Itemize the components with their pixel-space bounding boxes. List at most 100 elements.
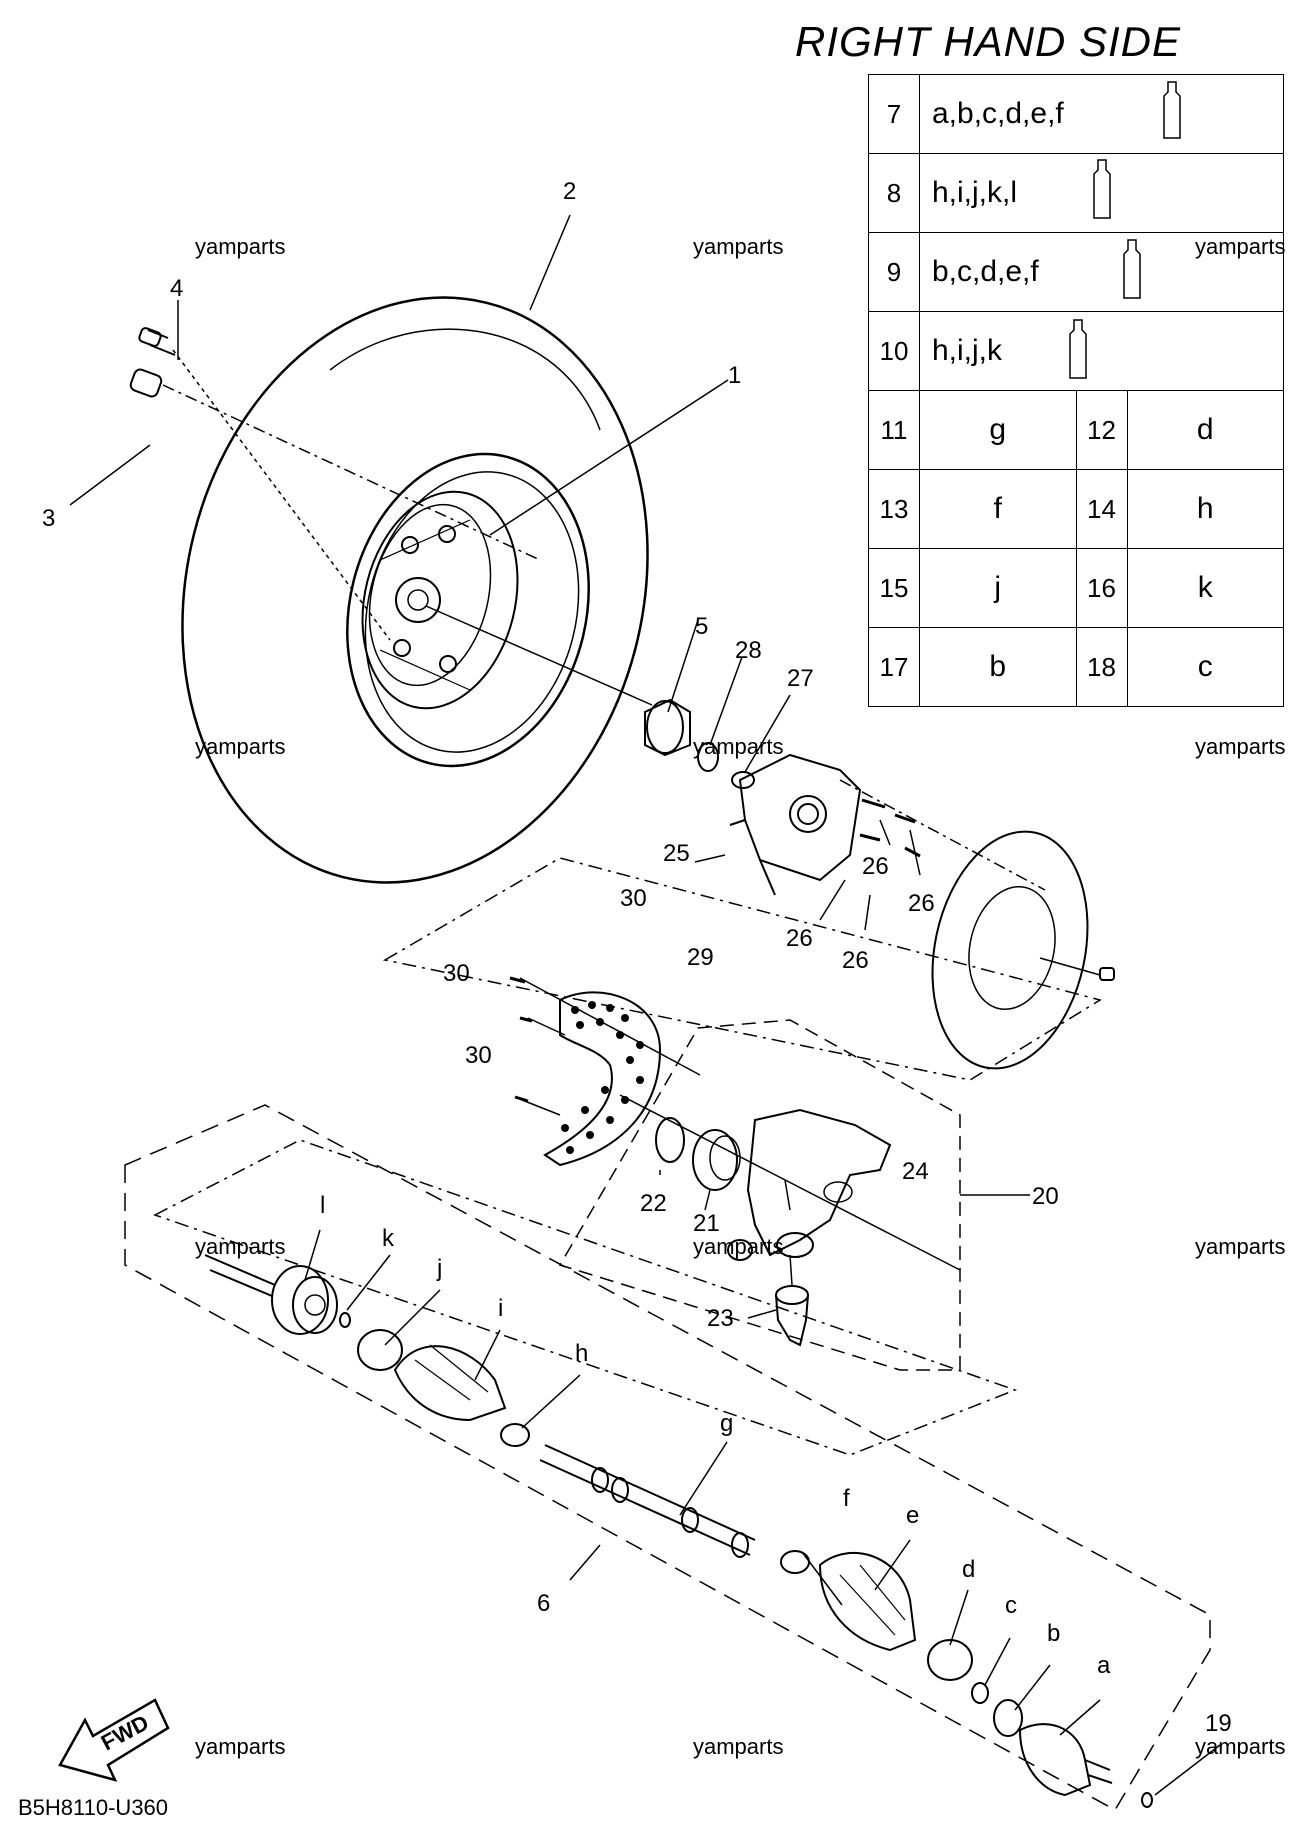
tire-drawing (181, 296, 649, 884)
callout-label: 21 (693, 1210, 720, 1237)
legend-pair-row: 15 j 16 k (868, 548, 1284, 628)
lubricant-legend-table: 7 a,b,c,d,e,f 8 h,i,j,k,l 9 b,c,d,e,f 10… (868, 74, 1284, 707)
watermark: yamparts (693, 234, 784, 259)
legend-number: 10 (868, 311, 920, 391)
guard-group-box (382, 857, 1102, 1081)
legend-number: 8 (868, 153, 920, 233)
legend-pair-row: 11 g 12 d (868, 390, 1284, 470)
legend-number: 7 (868, 74, 920, 154)
callout-label: b (1047, 1620, 1061, 1647)
legend-row: 10 h,i,j,k (868, 311, 1284, 391)
knuckle-hub-drawing (694, 753, 1046, 896)
callout-label: 4 (170, 275, 184, 302)
callout-label: 3 (42, 505, 56, 532)
watermark: yamparts (1195, 734, 1286, 759)
callout-label: 24 (902, 1158, 929, 1185)
legend-number: 18 (1075, 627, 1128, 707)
legend-letter: f (919, 469, 1077, 549)
callout-label: 2 (563, 178, 577, 205)
watermark: yamparts (693, 1734, 784, 1759)
watermark: yamparts (195, 1234, 286, 1259)
driveshaft-leaders (304, 1229, 1221, 1796)
callout-label: k (382, 1225, 394, 1252)
legend-pair-row: 17 b 18 c (868, 627, 1284, 707)
callout-label: 26 (908, 890, 935, 917)
legend-letter: c (1126, 627, 1284, 707)
callout-label: f (843, 1485, 850, 1512)
legend-number: 13 (868, 469, 920, 549)
callout-label: c (1005, 1592, 1017, 1619)
knuckle-group-box (558, 1019, 961, 1371)
callout-label: 5 (695, 613, 709, 640)
page-title: RIGHT HAND SIDE (795, 18, 1182, 65)
callout-label: j (437, 1255, 443, 1282)
legend-number: 9 (868, 232, 920, 312)
legend-number: 17 (868, 627, 920, 707)
callout-label: 27 (787, 665, 814, 692)
driveshaft-parts-drawing (204, 1254, 1153, 1808)
watermark: yamparts (693, 734, 784, 759)
callout-label: h (575, 1340, 589, 1367)
bolt-set-drawing (819, 798, 921, 931)
legend-letters: h,i,j,k,l (919, 153, 1284, 233)
callout-label: 26 (786, 925, 813, 952)
legend-letter: d (1126, 390, 1284, 470)
callout-label: a (1097, 1652, 1111, 1679)
callout-label: 30 (465, 1042, 492, 1069)
watermark: yamparts (1195, 1234, 1286, 1259)
callout-label: 30 (443, 960, 470, 987)
fwd-arrow-icon (58, 1698, 170, 1782)
legend-row: 9 b,c,d,e,f (868, 232, 1284, 312)
callout-label: l (320, 1192, 326, 1219)
legend-letter: j (919, 548, 1077, 628)
callout-label: 26 (862, 853, 889, 880)
watermark: yamparts (195, 1734, 286, 1759)
watermark: yamparts (1195, 1734, 1286, 1759)
legend-number: 16 (1075, 548, 1128, 628)
callout-label: 20 (1032, 1183, 1059, 1210)
legend-letters: a,b,c,d,e,f (919, 74, 1284, 154)
legend-letter: k (1126, 548, 1284, 628)
callout-label: 6 (537, 1590, 551, 1617)
legend-letters: h,i,j,k (919, 311, 1284, 391)
callout-label: 1 (728, 362, 742, 389)
legend-number: 15 (868, 548, 920, 628)
driveshaft-group-box (124, 1104, 1211, 1812)
callout-label: 28 (735, 637, 762, 664)
legend-number: 12 (1075, 390, 1128, 470)
watermark: yamparts (1195, 234, 1286, 259)
legend-letters: b,c,d,e,f (919, 232, 1284, 312)
legend-pair-row: 13 f 14 h (868, 469, 1284, 549)
legend-letter: h (1126, 469, 1284, 549)
legend-letter: b (919, 627, 1077, 707)
watermark: yamparts (693, 1234, 784, 1259)
callout-label: i (498, 1295, 504, 1322)
callout-label: g (720, 1410, 734, 1437)
callout-label: 26 (842, 947, 869, 974)
diagram-code: B5H8110-U360 (18, 1795, 169, 1820)
valve-cap-drawing (129, 327, 176, 398)
wheel-leaders (69, 214, 729, 706)
callout-label: 19 (1205, 1710, 1232, 1737)
callout-label: 22 (640, 1190, 667, 1217)
watermark: yamparts (195, 734, 286, 759)
guard-plate-drawing (509, 976, 701, 1167)
callout-label: d (962, 1556, 976, 1583)
legend-row: 7 a,b,c,d,e,f (868, 74, 1284, 154)
callout-label: 30 (620, 885, 647, 912)
legend-row: 8 h,i,j,k,l (868, 153, 1284, 233)
ball-joint-drawing (747, 1254, 809, 1347)
hub-nut-drawing (644, 619, 791, 789)
watermark: yamparts (195, 234, 286, 259)
bearing-knuckle-drawing (619, 1094, 961, 1271)
callout-label: 29 (687, 944, 714, 971)
callout-label: 23 (707, 1305, 734, 1332)
legend-letter: g (919, 390, 1077, 470)
callout-label: e (906, 1502, 920, 1529)
legend-number: 11 (868, 390, 920, 470)
brake-disc-drawing (931, 830, 1115, 1070)
callout-label: 25 (663, 840, 690, 867)
legend-number: 14 (1075, 469, 1128, 549)
boot-kit-box (153, 1139, 1018, 1456)
